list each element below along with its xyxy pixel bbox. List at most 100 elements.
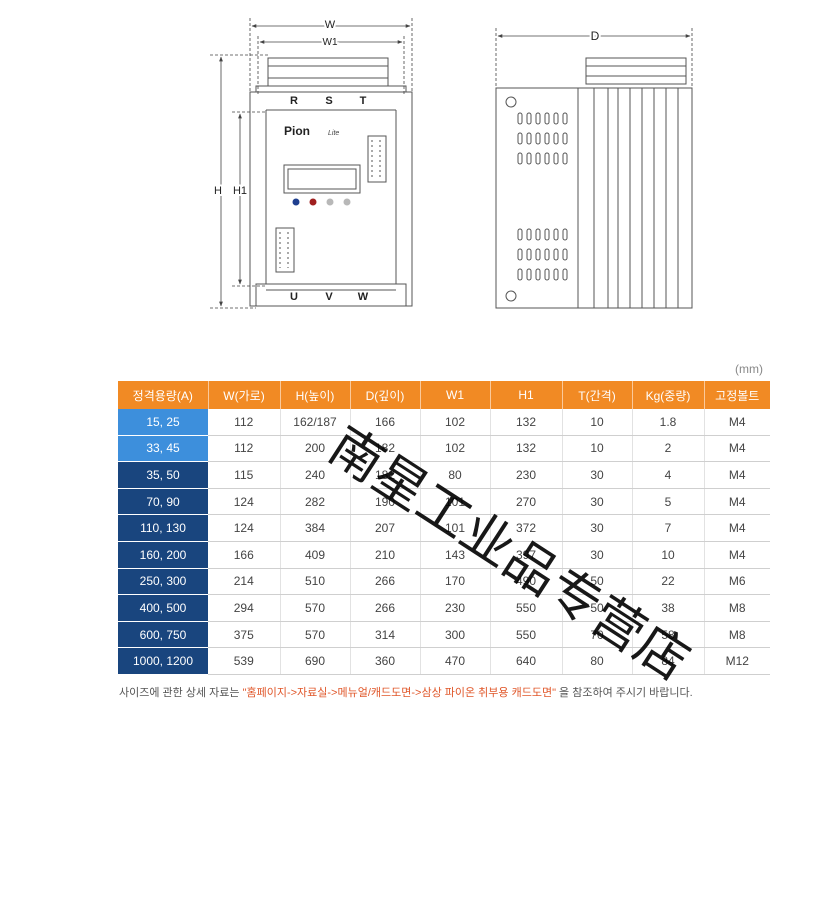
vent-slot [562, 248, 568, 261]
vent-slot [553, 152, 559, 165]
vent-slot [544, 112, 550, 125]
table-cell: 230 [490, 461, 563, 489]
vent-slot [544, 132, 550, 145]
table-cell: 162/187 [280, 409, 351, 436]
vent-slot [535, 152, 541, 165]
table-cell: 166 [350, 409, 421, 436]
terminal-u: U [290, 291, 298, 303]
table-cell: 240 [280, 461, 351, 489]
capacity-cell: 33, 45 [118, 435, 208, 463]
table-cell: 38 [632, 594, 705, 622]
dip-switch-bottom [275, 227, 295, 273]
table-cell: 30 [562, 514, 633, 542]
capacity-cell: 250, 300 [118, 568, 208, 596]
table-cell: 570 [280, 621, 351, 649]
table-cell: 143 [420, 541, 491, 569]
table-cell: 58 [632, 621, 705, 649]
table-cell: 124 [208, 514, 281, 542]
capacity-cell: 110, 130 [118, 514, 208, 542]
table-cell: 550 [490, 621, 563, 649]
table-cell: 80 [420, 461, 491, 489]
front-view [249, 57, 413, 307]
vent-slot [544, 228, 550, 241]
vent-slot [562, 132, 568, 145]
table-cell: 690 [280, 647, 351, 675]
dim-d-label: D [591, 29, 600, 43]
table-cell: 372 [490, 514, 563, 542]
table-cell: 270 [490, 488, 563, 516]
table-cell: 124 [208, 488, 281, 516]
vent-slot [562, 268, 568, 281]
table-cell: 360 [350, 647, 421, 675]
table-cell: 22 [632, 568, 705, 596]
table-cell: M6 [704, 568, 770, 596]
terminal-v: V [325, 291, 333, 303]
table-cell: 7 [632, 514, 705, 542]
table-cell: 200 [280, 435, 351, 463]
column-header: D(깊이) [350, 381, 421, 409]
vent-slot [562, 228, 568, 241]
table-cell: 214 [208, 568, 281, 596]
table-cell: M4 [704, 461, 770, 489]
dim-w1-label: W1 [323, 37, 338, 48]
vent-slot [535, 132, 541, 145]
vent-slot [526, 228, 532, 241]
table-cell: 570 [280, 594, 351, 622]
table-cell: M4 [704, 514, 770, 542]
table-cell: 30 [562, 461, 633, 489]
device-logo: Pion [284, 124, 310, 138]
status-led [326, 198, 334, 206]
table-cell: 1.8 [632, 409, 705, 436]
vent-slot [517, 248, 523, 261]
column-header: 고정볼트 [704, 381, 770, 409]
table-cell: 112 [208, 435, 281, 463]
table-cell: 30 [562, 541, 633, 569]
vent-slot [517, 112, 523, 125]
device-logo-sub: Lite [328, 130, 339, 137]
vent-slot [544, 248, 550, 261]
table-cell: 5 [632, 488, 705, 516]
capacity-cell: 1000, 1200 [118, 647, 208, 675]
vent-slot [526, 268, 532, 281]
table-cell: 101 [420, 488, 491, 516]
table-cell: 102 [420, 409, 491, 436]
vent-slot [535, 112, 541, 125]
table-cell: 166 [208, 541, 281, 569]
side-view [495, 57, 693, 309]
table-cell: 70 [562, 621, 633, 649]
table-cell: 84 [632, 647, 705, 675]
table-cell: M4 [704, 435, 770, 463]
capacity-cell: 400, 500 [118, 594, 208, 622]
dip-switch-top [367, 135, 387, 183]
table-cell: 50 [562, 568, 633, 596]
table-cell: 50 [562, 594, 633, 622]
table-cell: 230 [420, 594, 491, 622]
column-header: W1 [420, 381, 491, 409]
table-cell: 30 [562, 488, 633, 516]
column-header: H1 [490, 381, 563, 409]
table-cell: 384 [280, 514, 351, 542]
vent-slot [562, 152, 568, 165]
status-leds [292, 198, 351, 206]
footnote-path: "홈페이지->자료실->메뉴얼/캐드도면->삼상 파이온 취부용 캐드도면" [242, 687, 556, 699]
table-cell: 640 [490, 647, 563, 675]
table-cell: 112 [208, 409, 281, 436]
footnote: 사이즈에 관한 상세 자료는 "홈페이지->자료실->메뉴얼/캐드도면->삼상 … [119, 684, 693, 700]
column-header: H(높이) [280, 381, 351, 409]
side-top-bracket [585, 57, 687, 85]
unit-label: (mm) [735, 362, 763, 376]
table-cell: M4 [704, 409, 770, 436]
table-cell: M8 [704, 621, 770, 649]
column-header: W(가로) [208, 381, 281, 409]
vent-slot [553, 228, 559, 241]
side-vents [517, 112, 568, 281]
table-cell: 210 [350, 541, 421, 569]
dim-h-label: H [214, 185, 222, 197]
table-cell: 300 [420, 621, 491, 649]
table-cell: M12 [704, 647, 770, 675]
